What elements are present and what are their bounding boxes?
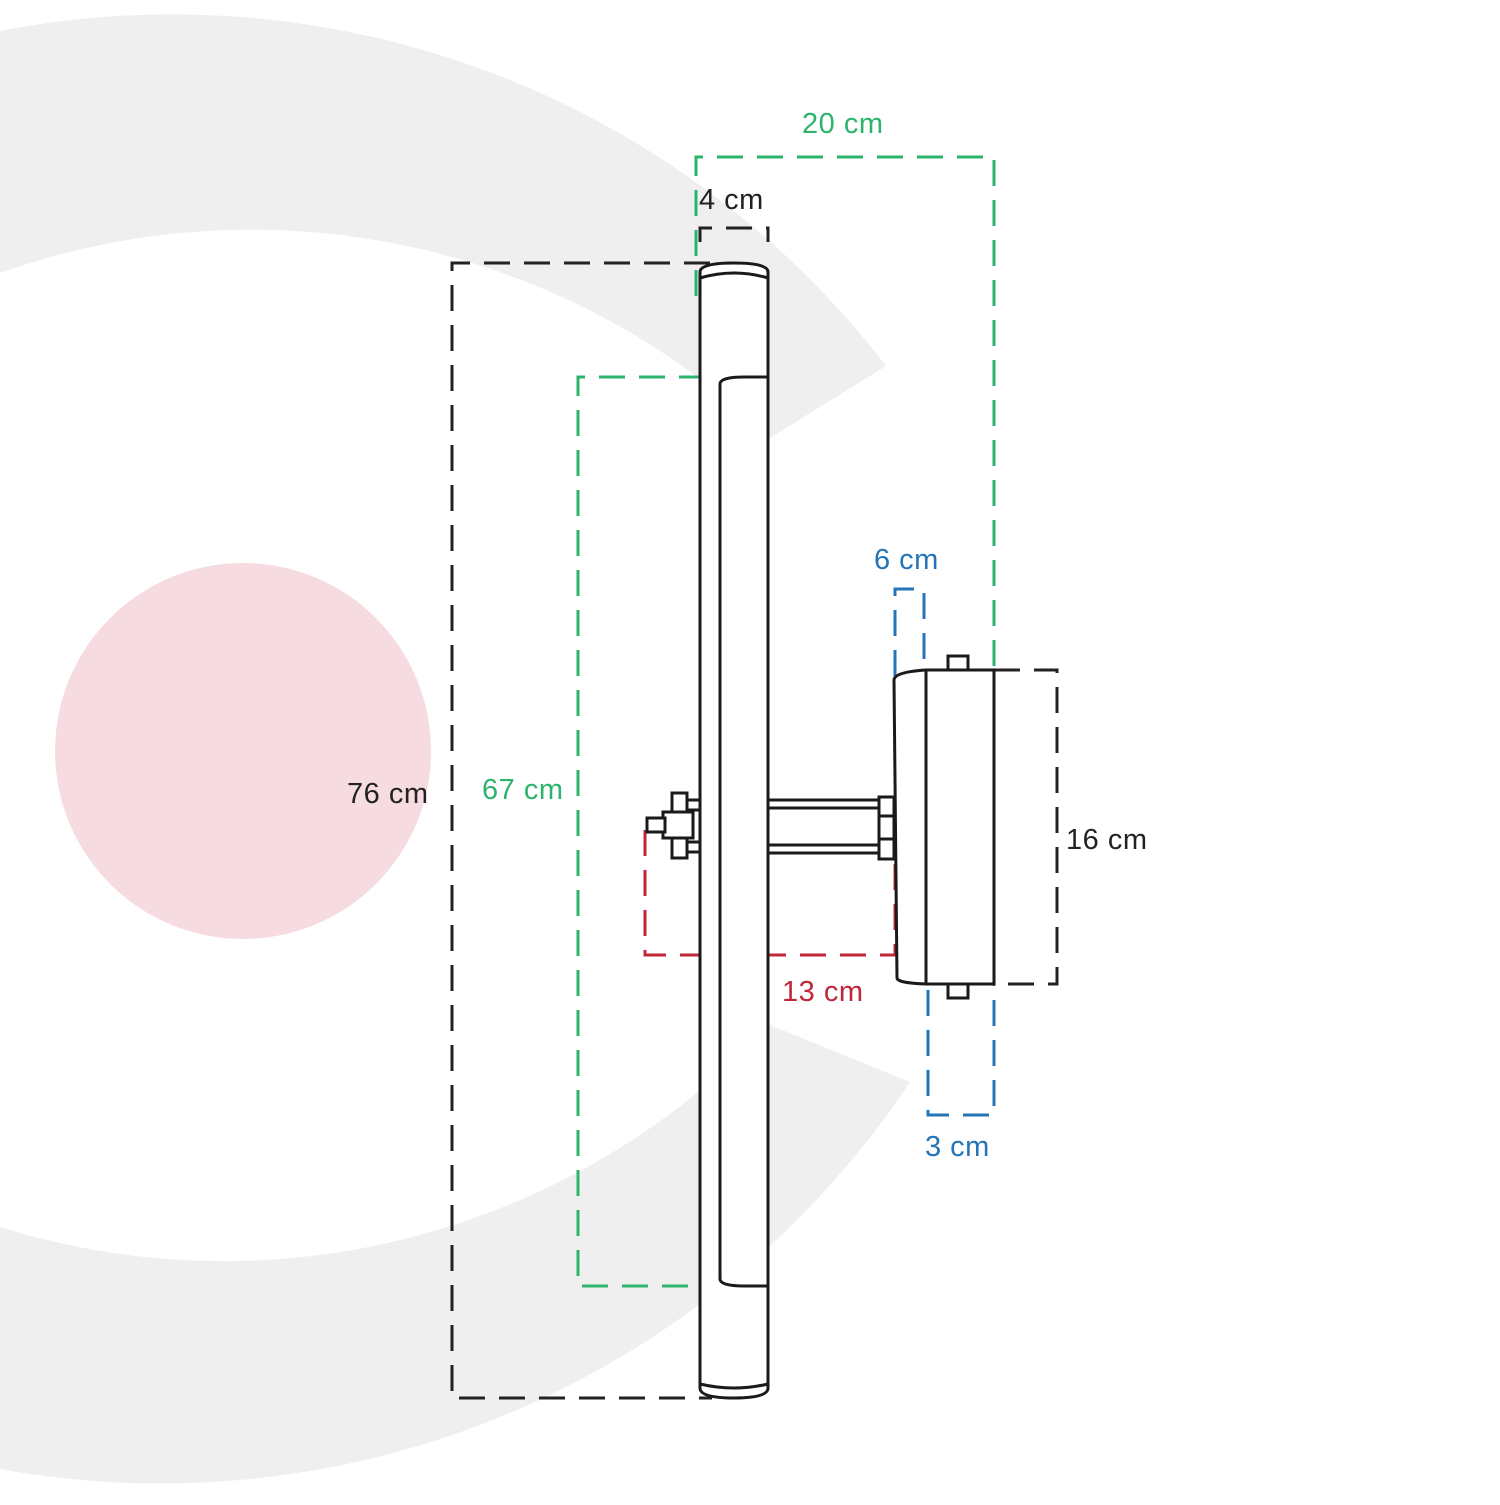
lamp-arm bbox=[766, 795, 896, 861]
lamp bbox=[645, 261, 996, 1400]
label-arm-offset: 13 cm bbox=[782, 976, 864, 1008]
label-diffuser-length: 67 cm bbox=[482, 774, 564, 806]
lamp-tube bbox=[698, 261, 770, 1400]
label-base-depth: 6 cm bbox=[874, 544, 939, 576]
dim-line-diffuser-length bbox=[576, 375, 745, 1288]
label-base-height: 16 cm bbox=[1066, 824, 1148, 856]
lamp-clamp bbox=[645, 791, 702, 860]
label-total-height: 76 cm bbox=[347, 778, 429, 810]
lamp-diffuser bbox=[718, 375, 770, 1288]
label-total-depth: 20 cm bbox=[802, 108, 884, 140]
dim-line-base-height bbox=[994, 668, 1059, 986]
dim-line-mount-depth bbox=[926, 990, 996, 1117]
dim-line-total-depth bbox=[694, 155, 996, 990]
background-arc bbox=[0, 14, 910, 1484]
dim-line-total-height bbox=[450, 261, 712, 1400]
lamp-wall-base bbox=[892, 654, 996, 1000]
dim-line-base-depth bbox=[893, 587, 926, 676]
label-tube-diameter: 4 cm bbox=[699, 184, 764, 216]
dim-line-tube-diameter bbox=[698, 226, 770, 242]
dim-line-arm-offset bbox=[643, 830, 897, 957]
label-mount-depth: 3 cm bbox=[925, 1131, 990, 1163]
background-decoration bbox=[0, 14, 910, 1484]
dimension-lines bbox=[450, 155, 1059, 1400]
background-circle bbox=[55, 563, 431, 939]
